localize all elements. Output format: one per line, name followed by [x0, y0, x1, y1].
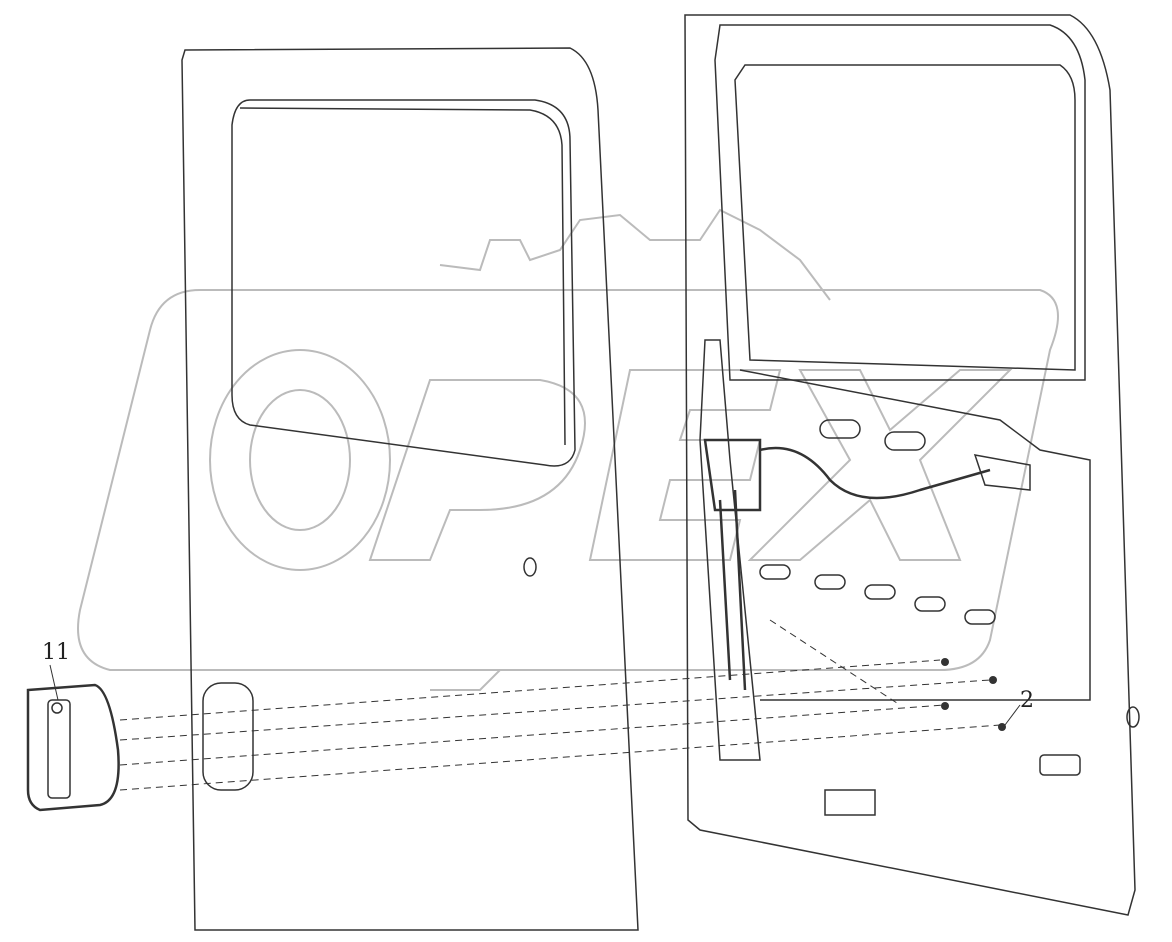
callout-11: 11 [42, 640, 70, 665]
callout-leaders [49, 664, 1021, 726]
fasteners [941, 658, 1006, 731]
callout-2: 2 [1020, 688, 1034, 713]
door-handle [26, 683, 120, 812]
watermark-logo [77, 208, 1059, 691]
right-door-inner [684, 14, 1140, 916]
left-door-outer [181, 47, 639, 931]
assembly-lines [119, 619, 1001, 791]
